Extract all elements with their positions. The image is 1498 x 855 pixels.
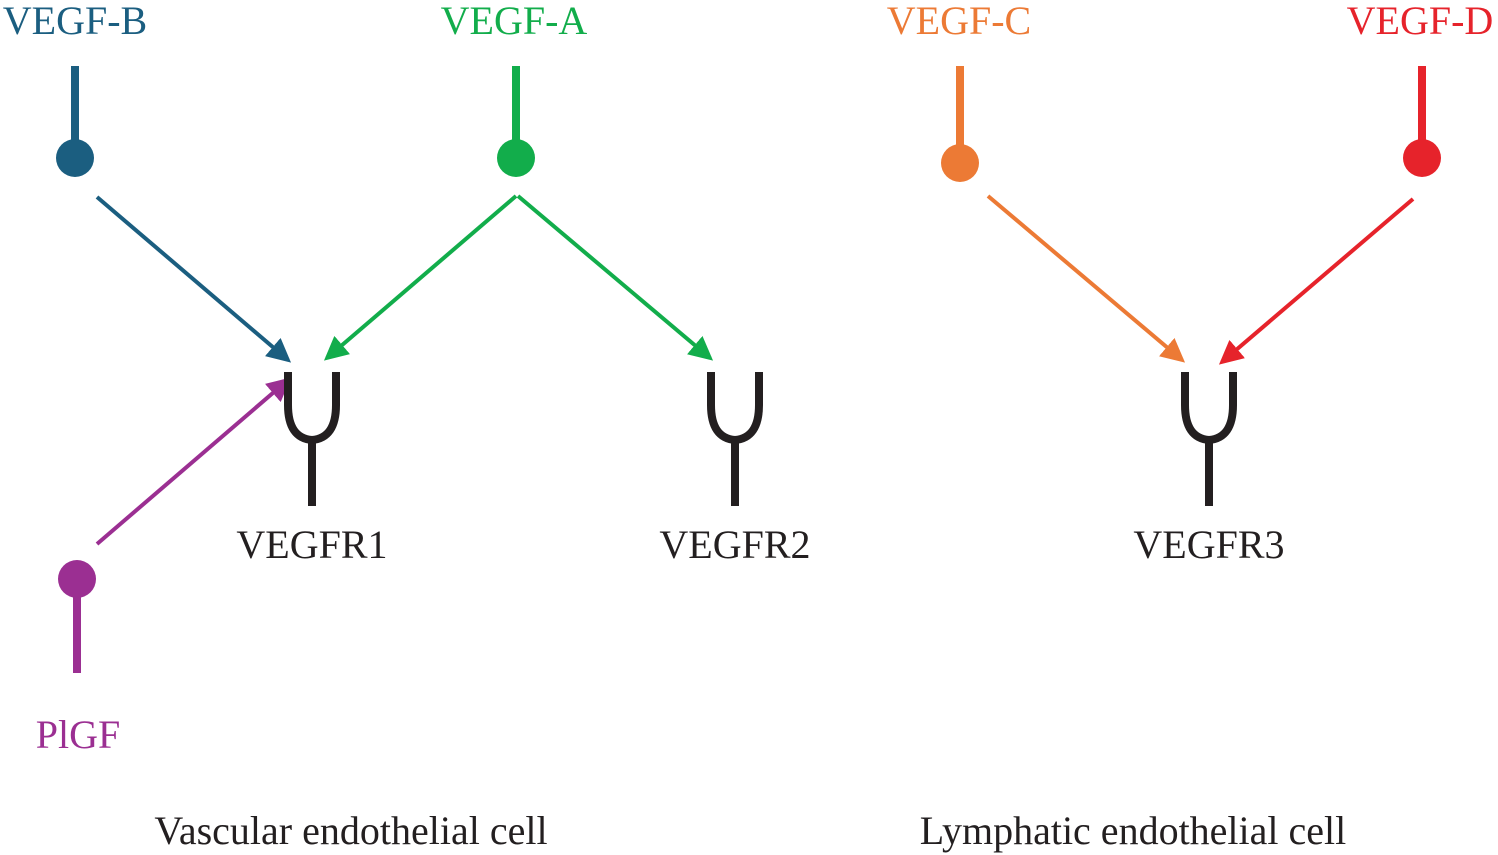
binding-arrow-vegf-c-to-vegfr3 xyxy=(986,194,1186,363)
ligand-head-plgf xyxy=(58,560,96,598)
binding-arrow-vegf-d-to-vegfr3 xyxy=(1218,197,1415,365)
ligand-plgf: PlGF xyxy=(36,377,292,757)
receptor-label-vegfr1: VEGFR1 xyxy=(236,522,387,567)
ligand-head-vegf-b xyxy=(56,139,94,177)
receptor-vegfr2: VEGFR2 xyxy=(659,372,811,567)
ligand-head-vegf-d xyxy=(1403,139,1441,177)
binding-arrow-plgf-to-vegfr1 xyxy=(95,377,292,546)
receptor-shape-vegfr2 xyxy=(707,372,763,506)
receptor-shape-vegfr3 xyxy=(1181,372,1237,506)
ligand-head-vegf-a xyxy=(497,139,535,177)
cell-label-lymphatic: Lymphatic endothelial cell xyxy=(920,808,1347,853)
ligand-label-vegf-c: VEGF-C xyxy=(887,0,1031,43)
binding-arrow-vegf-b-to-vegfr1 xyxy=(95,195,292,363)
ligand-vegf-a: VEGF-A xyxy=(323,0,714,361)
receptor-label-vegfr2: VEGFR2 xyxy=(659,522,810,567)
ligand-label-vegf-a: VEGF-A xyxy=(441,0,588,43)
receptor-label-vegfr3: VEGFR3 xyxy=(1133,522,1284,567)
ligand-head-vegf-c xyxy=(941,144,979,182)
ligand-label-vegf-b: VEGF-B xyxy=(3,0,147,43)
cell-label-vascular: Vascular endothelial cell xyxy=(154,808,547,853)
binding-arrow-vegf-a-to-vegfr1 xyxy=(323,194,518,361)
ligand-vegf-d: VEGF-D xyxy=(1218,0,1494,365)
ligand-label-plgf: PlGF xyxy=(36,712,121,757)
receptor-vegfr1: VEGFR1 xyxy=(236,372,388,567)
receptor-shape-vegfr1 xyxy=(284,372,340,506)
ligand-vegf-b: VEGF-B xyxy=(3,0,292,363)
ligand-vegf-c: VEGF-C xyxy=(887,0,1186,363)
ligand-label-vegf-d: VEGF-D xyxy=(1347,0,1494,43)
binding-arrow-vegf-a-to-vegfr2 xyxy=(516,194,714,361)
receptor-vegfr3: VEGFR3 xyxy=(1133,372,1285,567)
